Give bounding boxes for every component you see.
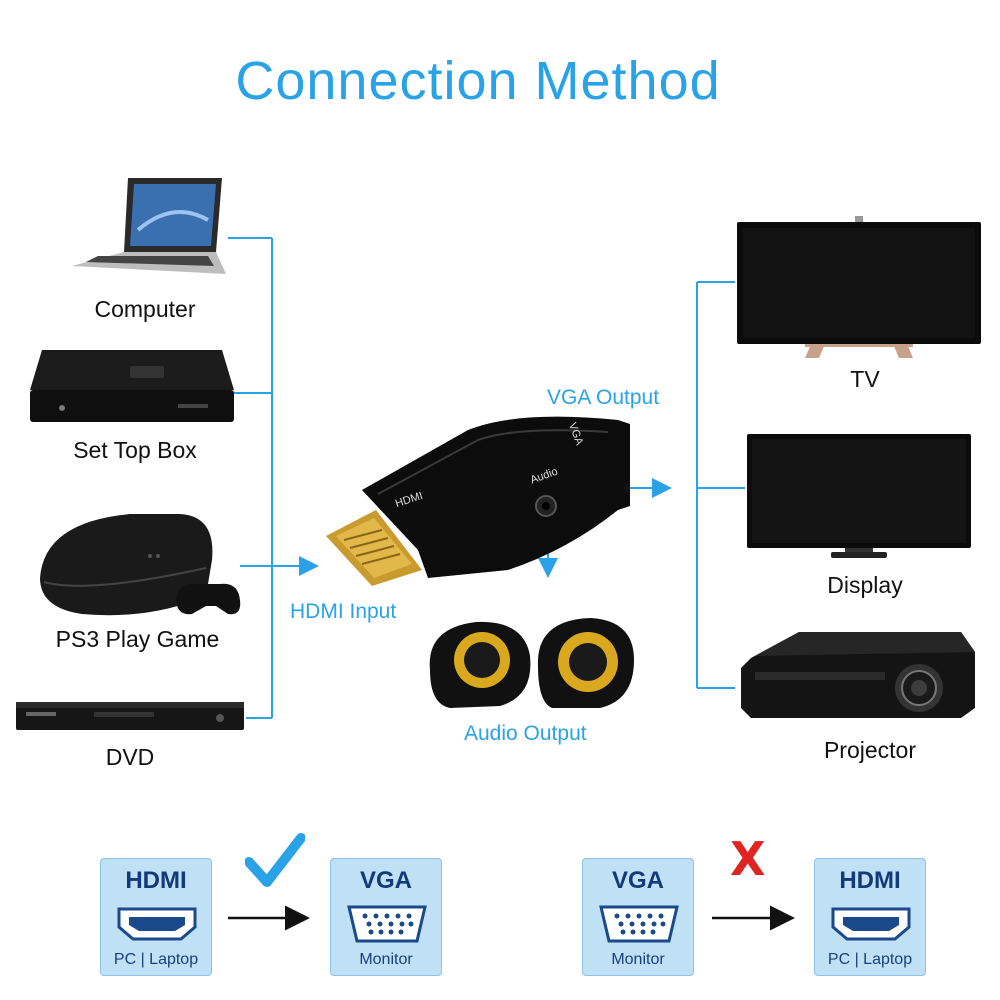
check-icon [245,833,305,887]
source-label-set-top-box: Set Top Box [73,437,197,463]
output-bracket [620,281,745,689]
source-label-dvd: DVD [105,744,155,770]
card-title: VGA [611,867,664,894]
set-top-box-icon [30,350,234,422]
adapter-icon [326,416,630,586]
card-title: HDMI [839,867,901,894]
output-label-display: Display [827,572,903,598]
card-caption: Monitor [359,951,413,968]
page-title: Connection Method [235,51,721,111]
hdmi-input-label: HDMI Input [290,600,397,623]
game-console-icon [40,514,241,616]
supported-source-card: HDMI PC | Laptop [100,858,212,976]
card-title: HDMI [125,867,187,894]
card-caption: PC | Laptop [827,951,913,968]
speakers-icon [429,618,634,708]
vga-port-icon [347,905,427,943]
unsupported-target-card: HDMI PC | Laptop [814,858,926,976]
output-label-tv: TV [850,366,880,392]
laptop-icon [72,178,226,274]
hdmi-port-icon [831,907,911,941]
source-label-ps3: PS3 Play Game [55,626,220,652]
source-label-computer: Computer [94,296,196,322]
card-caption: PC | Laptop [113,951,199,968]
input-bracket [228,237,319,719]
projector-icon [741,632,975,718]
dvd-player-icon [16,702,244,730]
card-caption: Monitor [611,951,665,968]
output-label-projector: Projector [823,737,917,763]
tv-icon [737,216,981,358]
x-mark-icon: X [730,832,766,886]
vga-output-label: VGA Output [547,386,660,409]
supported-target-card: VGA Monitor [330,858,442,976]
audio-output-label: Audio Output [464,722,587,745]
hdmi-port-icon [117,907,197,941]
vga-port-icon [599,905,679,943]
monitor-icon [747,434,971,558]
unsupported-source-card: VGA Monitor [582,858,694,976]
card-title: VGA [359,867,412,894]
